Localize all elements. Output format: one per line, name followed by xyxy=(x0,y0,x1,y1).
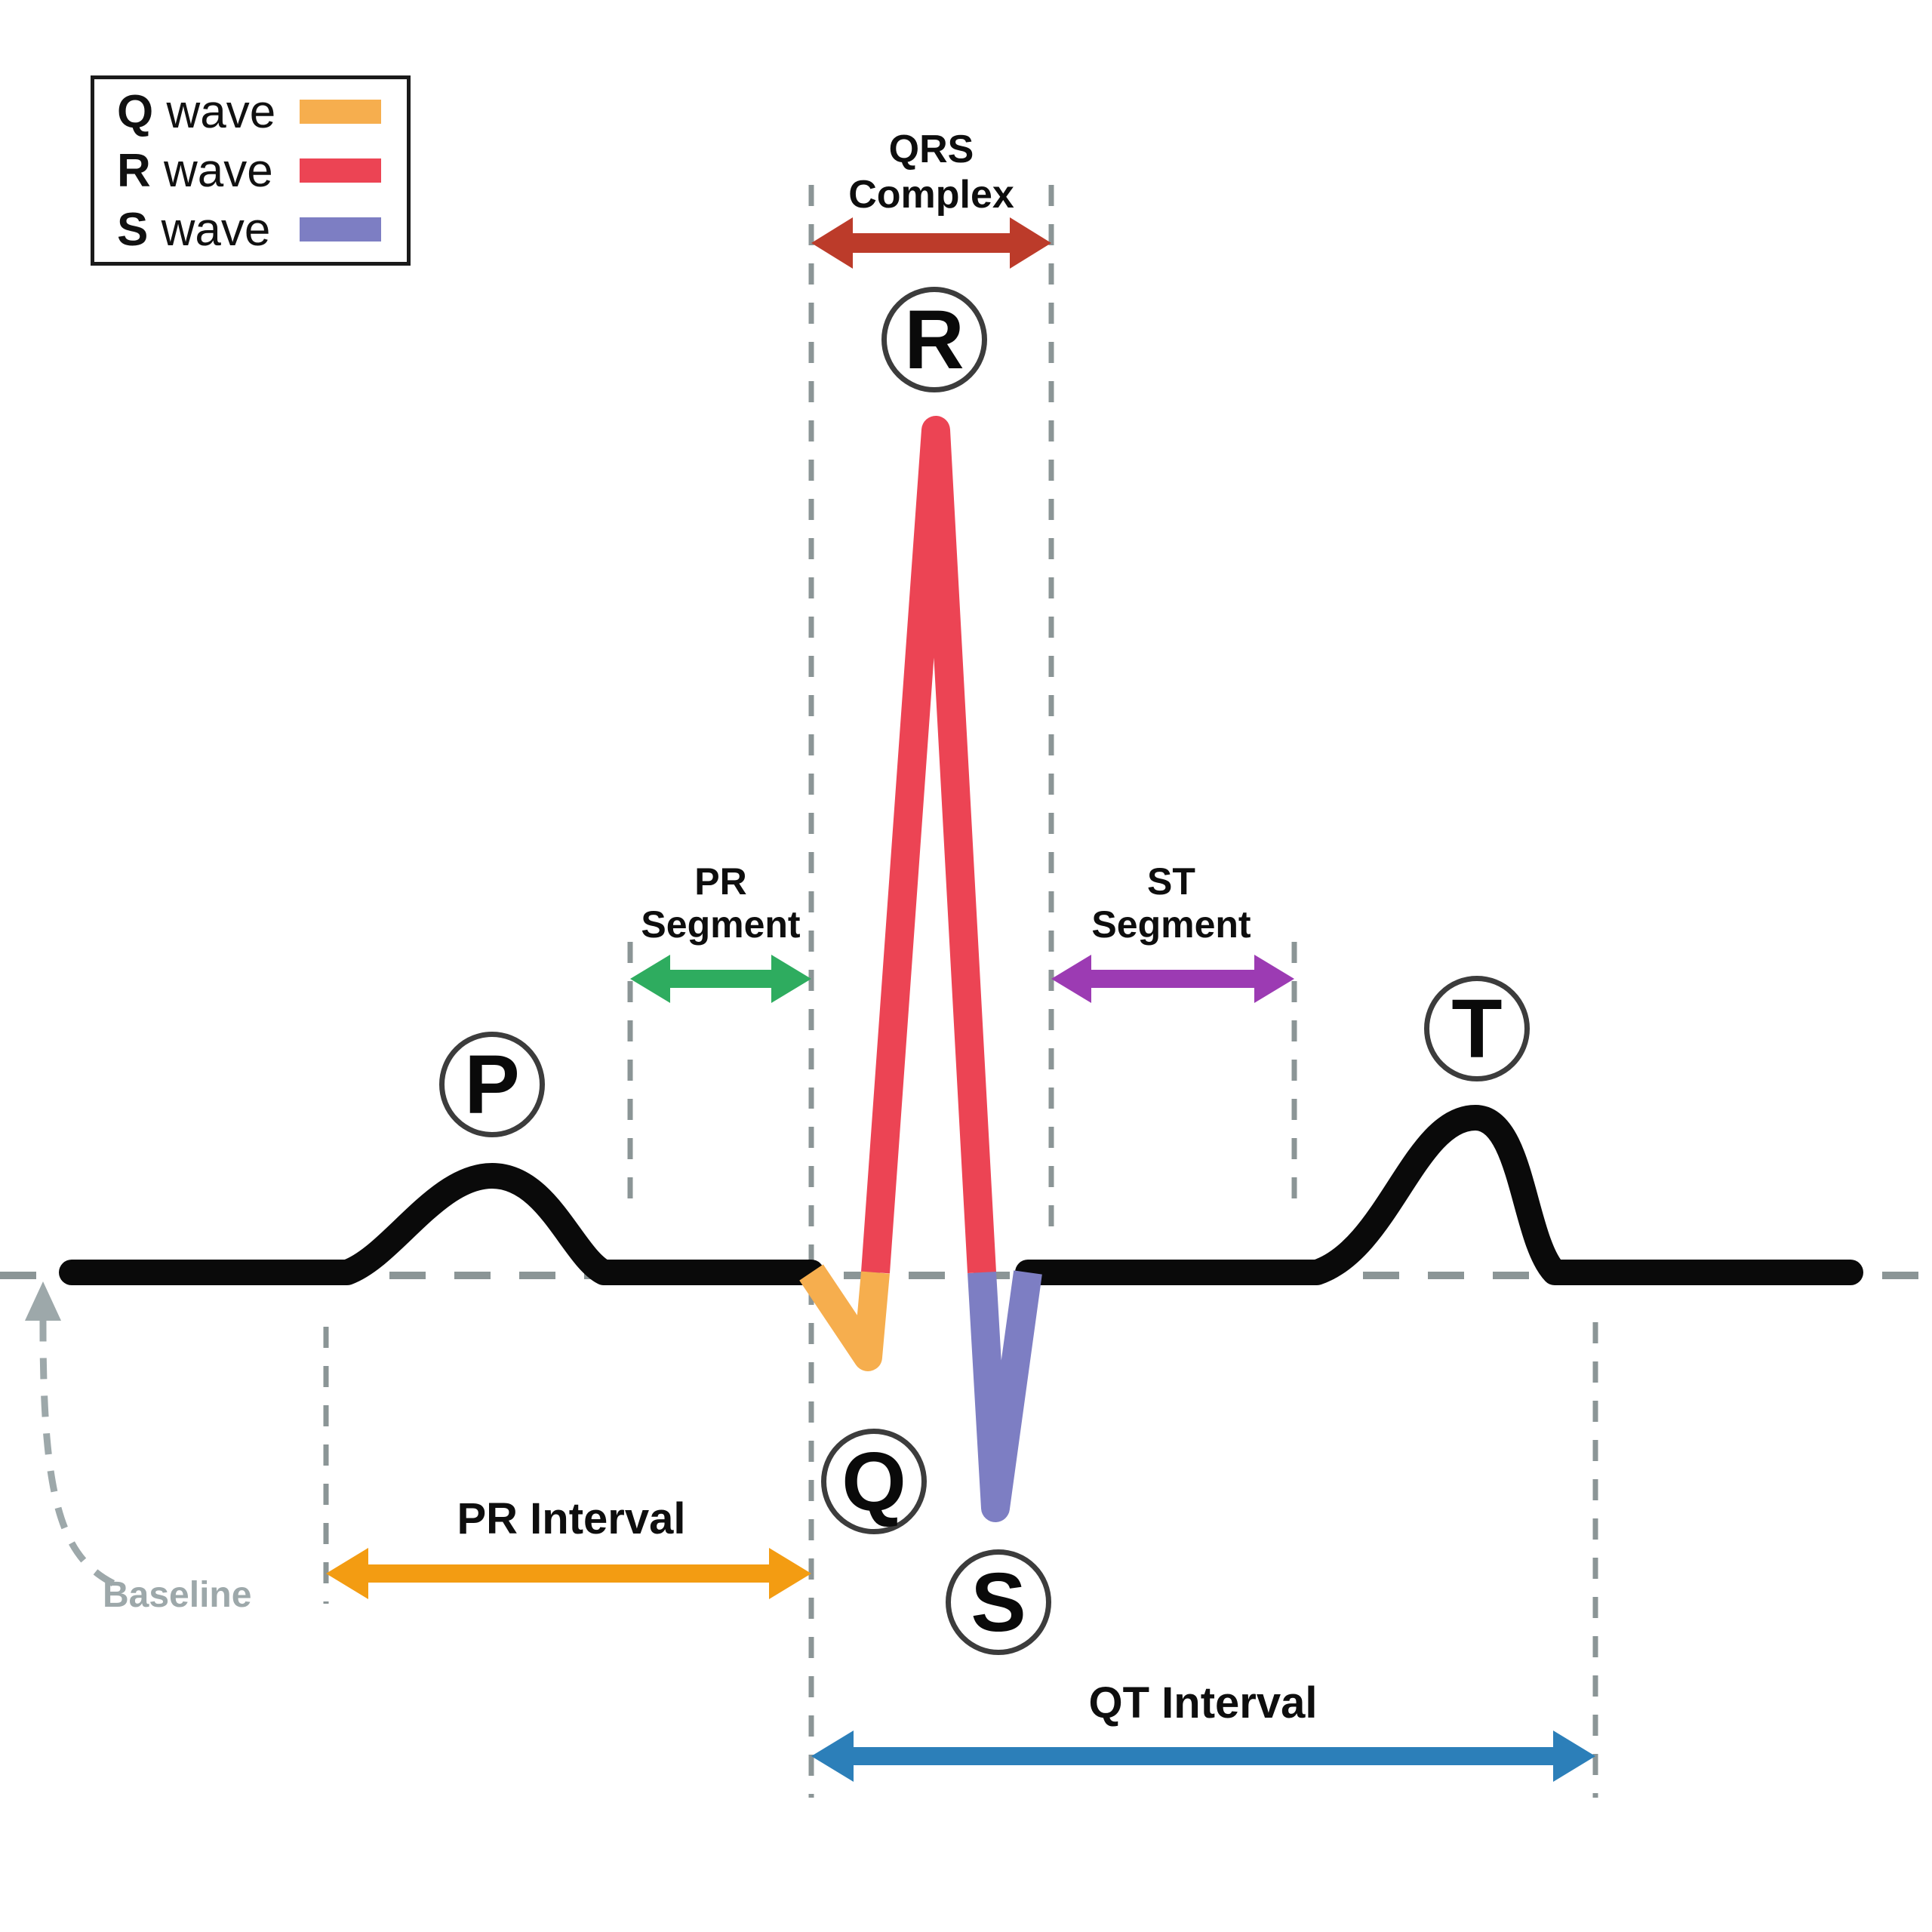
legend-label-q-wave: Q wave xyxy=(117,85,275,139)
pr-segment-arrow-icon xyxy=(630,955,811,1003)
t-wave-marker: T xyxy=(1424,976,1530,1081)
legend-item-s-wave: S wave xyxy=(117,204,381,256)
s-wave-marker-letter: S xyxy=(971,1555,1026,1649)
qrs-complex-label-line2: Complex xyxy=(848,173,1014,217)
pr-interval-arrowhead-right xyxy=(769,1548,811,1599)
waveform-left-with-p-wave xyxy=(59,1163,824,1285)
st-segment-label: ST Segment xyxy=(1091,860,1251,946)
qrs-complex-arrowhead-right xyxy=(1010,217,1051,269)
st-segment-label-line1: ST xyxy=(1147,860,1195,903)
legend-label-r-bold: R xyxy=(117,144,151,197)
pr-segment-label: PR Segment xyxy=(641,860,800,946)
s-wave-marker: S xyxy=(946,1549,1051,1655)
legend-label-s-wave: S wave xyxy=(117,203,270,257)
st-segment-label-line2: Segment xyxy=(1091,903,1251,946)
qt-interval-arrowhead-right xyxy=(1553,1730,1595,1782)
st-segment-arrowhead-right xyxy=(1254,955,1294,1003)
p-wave-marker-letter: P xyxy=(464,1038,520,1131)
legend-swatch-q-wave xyxy=(300,100,381,124)
q-wave-marker: Q xyxy=(821,1429,927,1534)
legend-swatch-r-wave xyxy=(300,158,381,183)
legend-label-q-rest: wave xyxy=(153,85,276,138)
legend: Q wave R wave S wave xyxy=(91,75,411,266)
pr-segment-label-line2: Segment xyxy=(641,903,801,946)
t-wave-marker-letter: T xyxy=(1451,982,1503,1075)
qrs-complex-label-line1: QRS xyxy=(888,128,974,171)
baseline-pointer xyxy=(25,1281,115,1587)
q-wave-stroke xyxy=(799,1264,890,1371)
pr-segment-arrowhead-right xyxy=(771,955,811,1003)
r-wave-marker: R xyxy=(881,287,987,392)
pr-interval-arrowhead-left xyxy=(326,1548,368,1599)
legend-label-r-rest: wave xyxy=(150,144,273,197)
legend-label-s-bold: S xyxy=(117,203,149,256)
q-wave-marker-letter: Q xyxy=(841,1435,906,1528)
waveform-right-with-t-wave xyxy=(1015,1105,1863,1285)
qrs-complex-arrowhead-left xyxy=(811,217,853,269)
baseline-label: Baseline xyxy=(103,1575,252,1615)
st-segment-arrow-icon xyxy=(1051,955,1294,1003)
qt-interval-arrow-icon xyxy=(811,1730,1595,1782)
legend-label-r-wave: R wave xyxy=(117,144,273,198)
legend-label-q-bold: Q xyxy=(117,85,154,138)
pr-segment-label-line1: PR xyxy=(694,860,747,903)
legend-swatch-s-wave xyxy=(300,217,381,242)
qrs-complex-arrow-icon xyxy=(811,217,1051,269)
r-wave-stroke xyxy=(861,416,996,1274)
qt-interval-label: QT Interval xyxy=(1088,1678,1318,1727)
st-segment-arrowhead-left xyxy=(1051,955,1091,1003)
baseline-pointer-curve xyxy=(39,1314,115,1587)
p-wave-marker: P xyxy=(439,1032,545,1137)
qrs-complex-label: QRS Complex xyxy=(848,127,1014,217)
legend-item-q-wave: Q wave xyxy=(117,86,381,138)
qt-interval-arrowhead-left xyxy=(811,1730,854,1782)
legend-label-s-rest: wave xyxy=(148,203,271,256)
baseline-pointer-arrowhead-icon xyxy=(25,1281,61,1321)
pr-interval-arrow-icon xyxy=(326,1548,811,1599)
pr-interval-label: PR Interval xyxy=(457,1494,686,1543)
legend-item-r-wave: R wave xyxy=(117,145,381,197)
r-wave-marker-letter: R xyxy=(904,293,964,386)
s-wave-stroke xyxy=(968,1270,1042,1522)
pr-segment-arrowhead-left xyxy=(630,955,670,1003)
